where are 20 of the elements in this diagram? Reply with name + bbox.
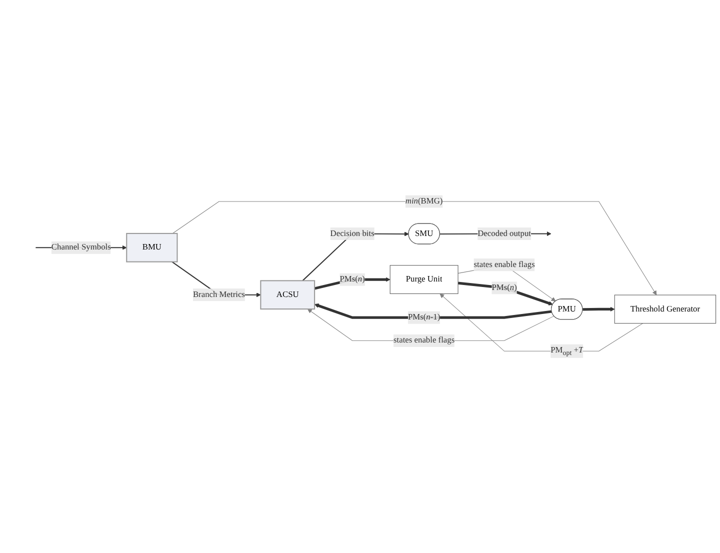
edge-label: Decoded output — [478, 228, 531, 238]
edge-label: PMs(n-1) — [408, 312, 440, 322]
node-box: ACSU — [260, 280, 316, 310]
edge-label: min(BMG) — [405, 196, 443, 206]
edge-label: PM$_{opt}$ +T — [550, 346, 584, 356]
edge-label: states enable flags — [394, 336, 455, 345]
edge-label: states enable flags — [474, 260, 535, 269]
arrow — [307, 308, 554, 341]
node-box: Purge Unit — [390, 265, 458, 294]
arrow — [440, 293, 644, 352]
edge-label: Branch Metrics — [192, 290, 245, 299]
arrow — [582, 306, 615, 312]
edge-label: PMs(n) — [492, 283, 517, 292]
arrow — [458, 282, 553, 306]
node-box: Threshold Generator — [614, 294, 716, 324]
arrow — [172, 201, 657, 296]
edge-label: Channel Symbols — [51, 242, 111, 252]
edge-label: PMs(n) — [340, 274, 365, 284]
node-box: BMU — [126, 232, 178, 262]
edge-label: Decision bits — [330, 228, 374, 238]
